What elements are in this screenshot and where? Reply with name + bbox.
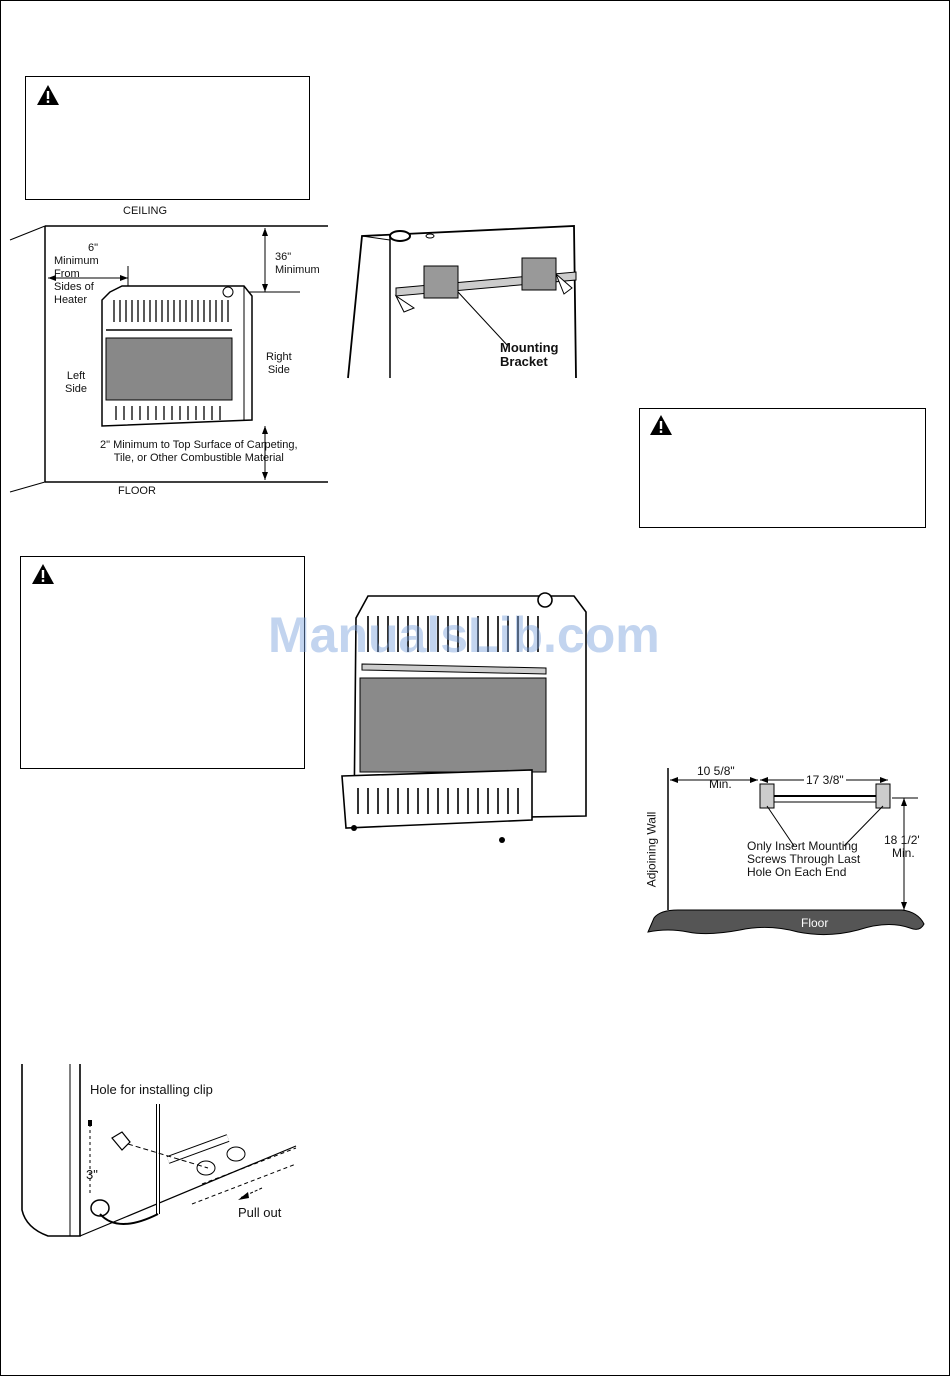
left-dim-label: 10 5/8" Min. [697, 764, 735, 791]
clip-drawing [21, 1064, 297, 1237]
floor-label: FLOOR [118, 485, 156, 497]
heater-front-drawing [341, 592, 587, 843]
warning-icon [650, 415, 672, 435]
watermark: ManualsLib.com [268, 607, 660, 663]
screw-note-label: Only Insert Mounting Screws Through Last… [747, 839, 861, 879]
clip-height-label: 3" [86, 1167, 98, 1182]
side-clearance-label: 6" Minimum From Sides of Heater [54, 242, 99, 306]
warning-box-3 [639, 408, 926, 528]
warning-box-2 [20, 556, 305, 769]
width-dim-label: 17 3/8" [804, 773, 846, 787]
left-side-label: Left Side [65, 370, 88, 395]
wall-mount-drawing [647, 768, 925, 936]
adjoining-wall-label: Adjoining Wall [644, 811, 659, 888]
floor-label: Floor [801, 916, 829, 930]
warning-icon [37, 85, 59, 105]
clearance-drawing [9, 225, 328, 493]
ceiling-label: CEILING [123, 205, 168, 217]
top-clearance-label: 36" Minimum [275, 251, 320, 276]
warning-box-1 [25, 76, 310, 200]
bottom-clearance-label: 2" Minimum to Top Surface of Carpeting, … [100, 439, 298, 464]
right-side-label: Right Side [266, 351, 292, 376]
warning-icon [32, 564, 54, 584]
pull-out-label: Pull out [238, 1205, 282, 1220]
hole-label: Hole for installing clip [90, 1082, 213, 1097]
bracket-drawing [347, 225, 577, 379]
mounting-bracket-label: Mounting Bracket [500, 340, 559, 369]
height-dim-label: 18 1/2' Min. [884, 833, 920, 860]
